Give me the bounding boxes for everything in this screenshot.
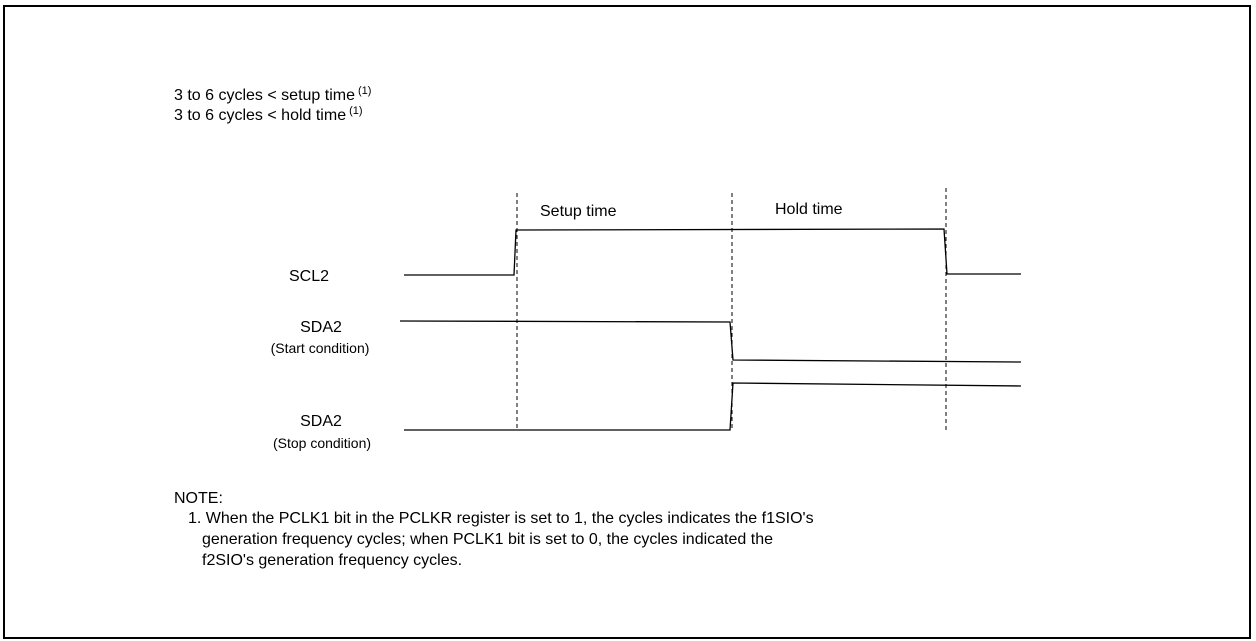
sda2-start-waveform — [399, 320, 1022, 363]
sda2-start-label: SDA2 — [300, 319, 342, 336]
hold-time-label: Hold time — [775, 201, 843, 218]
footnote-ref-2: (1) — [349, 105, 363, 117]
note-heading: NOTE: — [174, 490, 223, 507]
sda2-stop-waveform — [404, 382, 1022, 431]
note-line-1: 1. When the PCLK1 bit in the PCLKR regis… — [188, 510, 814, 527]
hold-condition-text: 3 to 6 cycles < hold time(1) — [174, 105, 363, 127]
setup-condition-text: 3 to 6 cycles < setup time(1) — [174, 85, 372, 107]
figure-frame — [3, 5, 1251, 639]
note-line-3: f2SIO's generation frequency cycles. — [202, 552, 463, 569]
hold-condition-label: 3 to 6 cycles < hold time — [174, 107, 347, 124]
scl2-waveform — [404, 228, 1021, 276]
footnote-ref-1: (1) — [357, 85, 372, 97]
scl2-label: SCL2 — [288, 268, 330, 285]
setup-condition-label: 3 to 6 cycles < setup time — [174, 87, 355, 104]
stop-condition-label: (Stop condition) — [272, 435, 372, 451]
start-condition-label: (Start condition) — [270, 340, 370, 356]
setup-time-label: Setup time — [540, 203, 617, 220]
sda2-stop-label: SDA2 — [300, 413, 342, 430]
note-line-2: generation frequency cycles; when PCLK1 … — [202, 531, 773, 548]
